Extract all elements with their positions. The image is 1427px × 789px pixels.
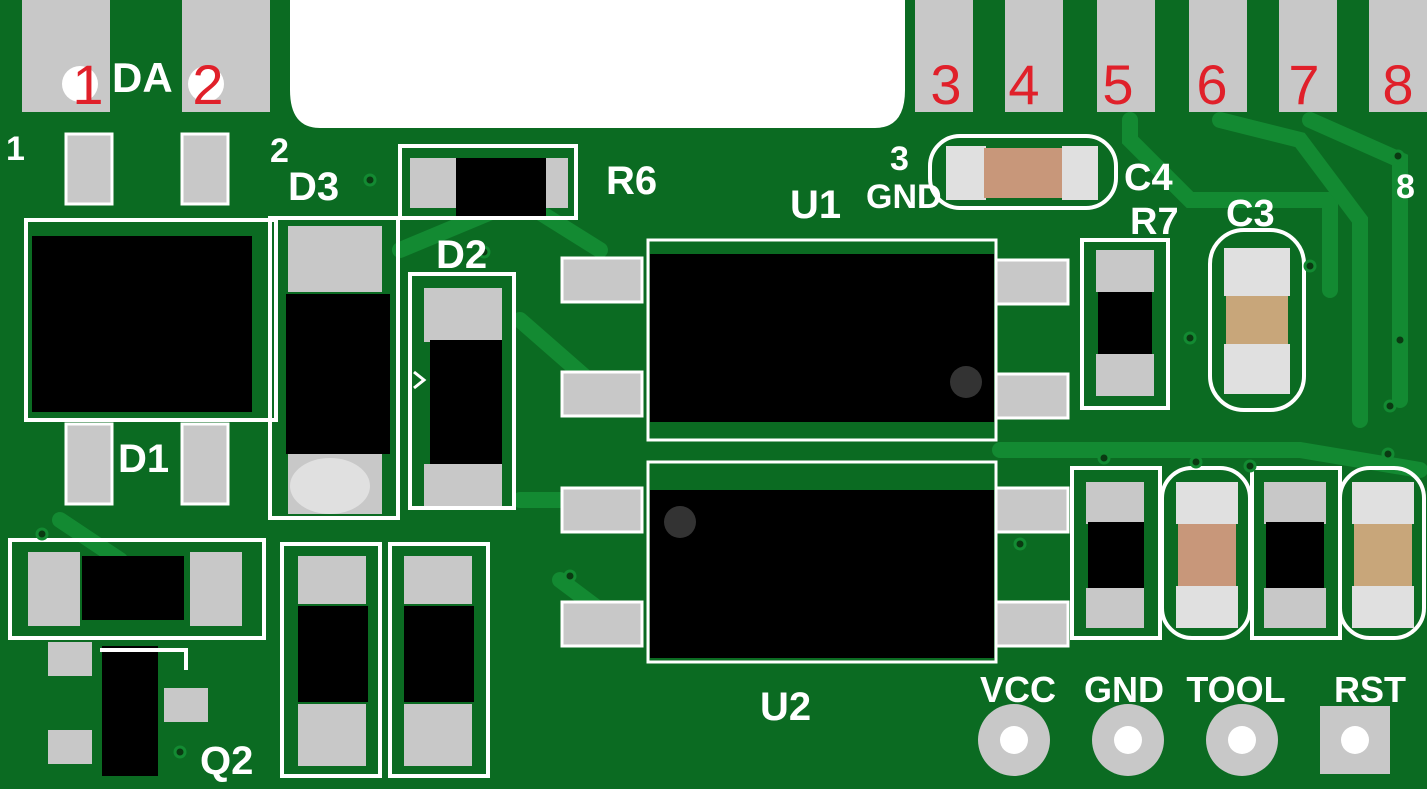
u2-component bbox=[560, 460, 1070, 664]
pin-pad-8[interactable] bbox=[1369, 0, 1427, 112]
bottom-middle-resistors bbox=[280, 542, 490, 778]
pin-pad-4[interactable] bbox=[1005, 0, 1063, 112]
pin-number-7: 7 bbox=[1288, 53, 1319, 116]
r7-component bbox=[1080, 238, 1170, 410]
label-gnd-top: GND bbox=[866, 178, 942, 216]
pin-number-2: 2 bbox=[192, 53, 223, 116]
edge-connector-pins bbox=[22, 0, 1427, 112]
header-label-vcc: VCC bbox=[980, 669, 1056, 710]
lower-passives bbox=[1070, 466, 1426, 640]
vias bbox=[35, 149, 1407, 759]
r6-body bbox=[456, 158, 546, 216]
label-c4: C4 bbox=[1124, 157, 1173, 199]
label-d1: D1 bbox=[118, 437, 169, 481]
bottom-left-parts bbox=[8, 538, 266, 776]
pin-pad-6[interactable] bbox=[1189, 0, 1247, 112]
u2-body bbox=[650, 490, 994, 658]
pin-hole-1 bbox=[62, 66, 98, 102]
label-r7: R7 bbox=[1130, 201, 1179, 243]
header-label-rst: RST bbox=[1334, 669, 1406, 710]
pin-hole-2 bbox=[188, 66, 224, 102]
c3-component bbox=[1208, 228, 1306, 412]
d1-component bbox=[24, 132, 278, 506]
label-u1: U1 bbox=[790, 183, 841, 227]
programming-header bbox=[978, 704, 1390, 776]
silk-pin-1: 1 bbox=[6, 130, 25, 168]
c4-body bbox=[984, 148, 1064, 198]
d3-body bbox=[286, 294, 390, 454]
label-da: DA bbox=[112, 54, 173, 101]
pin-number-1: 1 bbox=[72, 53, 103, 116]
d3-component bbox=[268, 216, 400, 520]
q2-body bbox=[102, 646, 158, 776]
c4-component bbox=[928, 134, 1118, 210]
pin-number-8: 8 bbox=[1382, 53, 1413, 116]
u2-pin1-dot bbox=[664, 506, 696, 538]
silk-pin-8: 8 bbox=[1396, 168, 1415, 206]
silk-pin-2: 2 bbox=[270, 132, 289, 170]
u1-component bbox=[560, 238, 1070, 442]
u1-body bbox=[650, 254, 994, 422]
label-d2: D2 bbox=[436, 233, 487, 277]
c3-body bbox=[1226, 296, 1288, 344]
pin-number-3: 3 bbox=[930, 53, 961, 116]
d1-body bbox=[32, 236, 252, 412]
pin-pad-7[interactable] bbox=[1279, 0, 1337, 112]
label-u2: U2 bbox=[760, 685, 811, 729]
d2-body bbox=[430, 340, 502, 464]
pin-number-4: 4 bbox=[1008, 53, 1039, 116]
header-label-tool: TOOL bbox=[1186, 669, 1285, 710]
label-q2: Q2 bbox=[200, 739, 253, 783]
pin-number-6: 6 bbox=[1196, 53, 1227, 116]
r7-body bbox=[1098, 292, 1152, 354]
r6-component bbox=[398, 144, 578, 220]
pin-number-5: 5 bbox=[1102, 53, 1133, 116]
label-d3: D3 bbox=[288, 165, 339, 209]
pin-pad-3[interactable] bbox=[915, 0, 973, 112]
pin-pad-5[interactable] bbox=[1097, 0, 1155, 112]
silk-pin-3: 3 bbox=[890, 140, 909, 178]
label-r6: R6 bbox=[606, 159, 657, 203]
label-c3: C3 bbox=[1226, 193, 1275, 235]
d2-component bbox=[408, 272, 516, 510]
header-label-gnd: GND bbox=[1084, 669, 1164, 710]
u1-pin1-dot bbox=[950, 366, 982, 398]
